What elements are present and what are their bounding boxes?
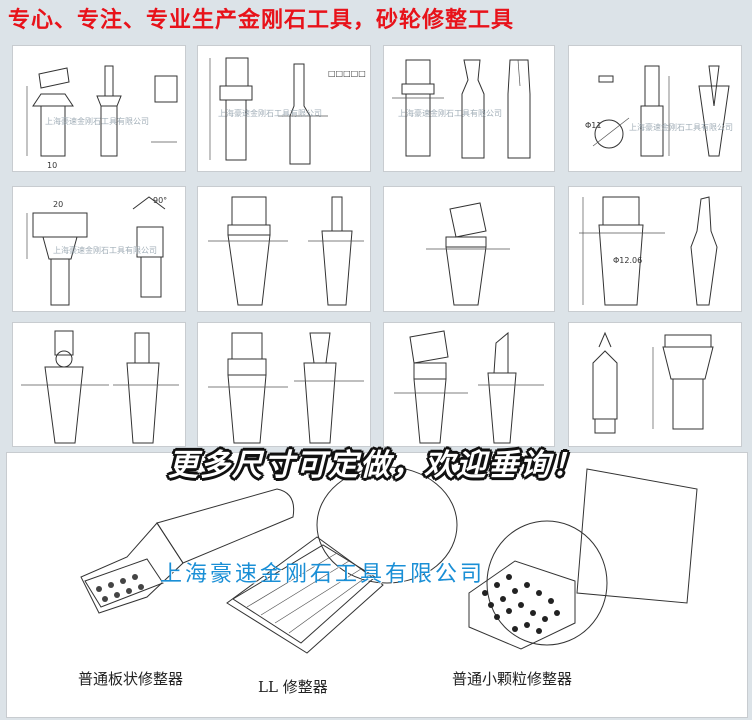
ll-dresser-drawing <box>226 466 458 654</box>
technical-drawing <box>426 202 510 306</box>
technical-drawing: 10 <box>26 65 178 170</box>
watermark-text: 上海豪速金刚石工具有限公司 <box>629 123 733 132</box>
svg-text:□□□□□: □□□□□ <box>328 69 366 78</box>
technical-drawing: Φ12.06 <box>579 196 718 306</box>
technical-drawing: Φ11 <box>585 65 730 157</box>
product-caption-small-grain: 普通小颗粒修整器 <box>452 670 573 688</box>
technical-drawing <box>208 196 364 306</box>
product-illustration-panel <box>6 452 748 718</box>
dimension-label: 90° <box>153 196 167 205</box>
plate-dresser-drawing <box>80 488 295 614</box>
dimension-label: Φ11 <box>585 121 601 130</box>
watermark-text: 上海豪速金刚石工具有限公司 <box>45 117 149 126</box>
drawing-panel-8: Φ12.06 <box>568 186 742 312</box>
small-grain-dresser-drawing <box>468 468 698 650</box>
banner-text: 更多尺寸可定做，欢迎垂询！ <box>168 448 584 483</box>
custom-size-banner: 更多尺寸可定做，欢迎垂询！ <box>6 440 746 483</box>
company-watermark: 上海豪速金刚石工具有限公司 <box>160 562 486 587</box>
technical-drawing <box>208 332 364 444</box>
drawing-panel-2: □□□□□ 上海豪速金刚石工具有限公司 <box>197 45 371 172</box>
technical-drawing: □□□□□ <box>209 57 366 165</box>
drawing-panel-11 <box>383 322 555 447</box>
dimension-label: 20 <box>53 200 63 209</box>
technical-drawing <box>21 330 179 444</box>
technical-drawing: 20 90° <box>26 196 167 306</box>
product-illustration <box>80 466 698 654</box>
dimension-label: Φ12.06 <box>613 256 642 265</box>
watermark-text: 上海豪速金刚石工具有限公司 <box>218 109 322 118</box>
headline: 专心、专注、专业生产金刚石工具，砂轮修整工具 <box>8 8 515 33</box>
drawing-panel-4: Φ11 上海豪速金刚石工具有限公司 <box>568 45 742 172</box>
drawing-panel-7 <box>383 186 555 312</box>
drawing-panel-6 <box>197 186 371 312</box>
product-caption-plate: 普通板状修整器 <box>78 670 184 688</box>
watermark-text: 上海豪速金刚石工具有限公司 <box>398 109 502 118</box>
technical-drawing <box>592 331 714 434</box>
watermark-text: 上海豪速金刚石工具有限公司 <box>53 246 157 255</box>
drawing-panel-5: 20 90° 上海豪速金刚石工具有限公司 <box>12 186 186 312</box>
drawing-panel-1: 10 上海豪速金刚石工具有限公司 <box>12 45 186 172</box>
technical-drawing <box>392 59 531 159</box>
drawing-panel-3: 上海豪速金刚石工具有限公司 <box>383 45 555 172</box>
product-caption-ll: LL 修整器 <box>258 678 328 696</box>
drawing-panel-9 <box>12 322 186 447</box>
drawing-panel-10 <box>197 322 371 447</box>
dimension-label: 10 <box>47 161 57 170</box>
drawing-panel-12 <box>568 322 742 447</box>
technical-drawing <box>394 330 544 444</box>
